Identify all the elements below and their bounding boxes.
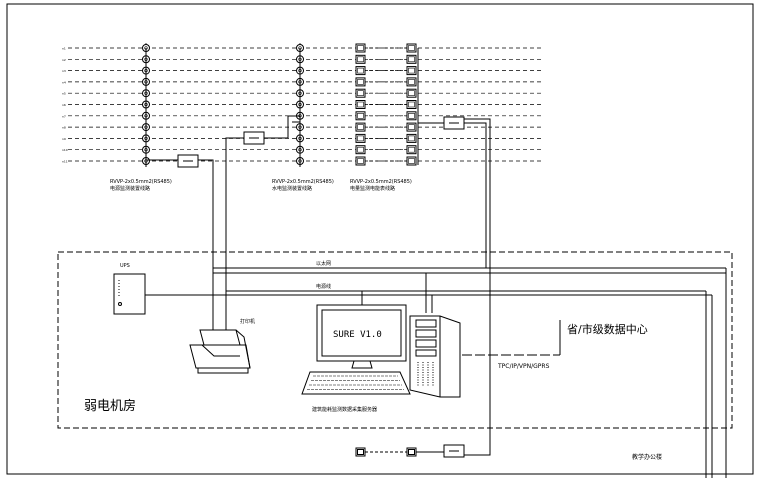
cable-label-2-line2: 水电监测装置线路 xyxy=(272,185,312,192)
data-center-label: 省/市级数据中心 xyxy=(567,322,648,336)
network-buses xyxy=(145,267,727,478)
cable-label-2-line1: RVVP-2x0.5mm2(RS485) xyxy=(272,179,334,185)
ups-label: UPS xyxy=(120,263,130,269)
ups-unit: UPS xyxy=(113,263,146,315)
machine-room-title: 弱电机房 xyxy=(84,398,136,414)
floor-label: n3 xyxy=(62,69,66,73)
cable-label-1-line2: 电源监测装置线路 xyxy=(110,185,150,192)
floor-label: n7 xyxy=(62,114,66,118)
floor-label: n4 xyxy=(62,80,66,84)
floor-label: n6 xyxy=(62,103,66,107)
floor-label: n5 xyxy=(62,92,66,96)
monitor-icon: SURE V1.0 xyxy=(316,304,407,369)
uplink-protocol-label: TPC/IP/VPN/GPRS xyxy=(497,363,550,370)
floor-label: n9 xyxy=(62,137,66,141)
printer-icon xyxy=(189,329,251,374)
floor-label: n10 xyxy=(62,148,68,152)
floor-label: n8 xyxy=(62,126,66,130)
floor-label: n11 xyxy=(62,160,68,164)
bottom-meter-chain xyxy=(355,444,465,458)
cable-label-3-line2: 电量监测电能表线路 xyxy=(350,185,395,192)
cable-labels: RVVP-2x0.5mm2(RS485) 电源监测装置线路 RVVP-2x0.5… xyxy=(110,179,412,192)
lan-label: 以太网 xyxy=(316,260,331,267)
monitor-screen-text: SURE V1.0 xyxy=(333,330,382,340)
server-tower-icon xyxy=(409,315,461,398)
office-building-label: 教学办公楼 xyxy=(632,453,662,461)
bus-wiring xyxy=(147,115,491,456)
cable-label-3-line1: RVVP-2x0.5mm2(RS485) xyxy=(350,179,412,185)
machine-room-boundary xyxy=(57,251,733,429)
cable-label-1-line1: RVVP-2x0.5mm2(RS485) xyxy=(110,179,172,185)
server-caption: 建筑能耗监测数据采集服务器 xyxy=(312,406,377,413)
meter-columns xyxy=(142,43,419,167)
floor-label: n1 xyxy=(62,47,66,51)
uplink-line xyxy=(462,320,561,356)
power-line-label: 电源线 xyxy=(316,283,331,290)
keyboard-icon xyxy=(301,371,411,395)
outer-frame xyxy=(6,3,754,475)
floor-label: n2 xyxy=(62,58,66,62)
collector-boxes xyxy=(177,116,465,168)
printer-label: 打印机 xyxy=(240,318,255,325)
